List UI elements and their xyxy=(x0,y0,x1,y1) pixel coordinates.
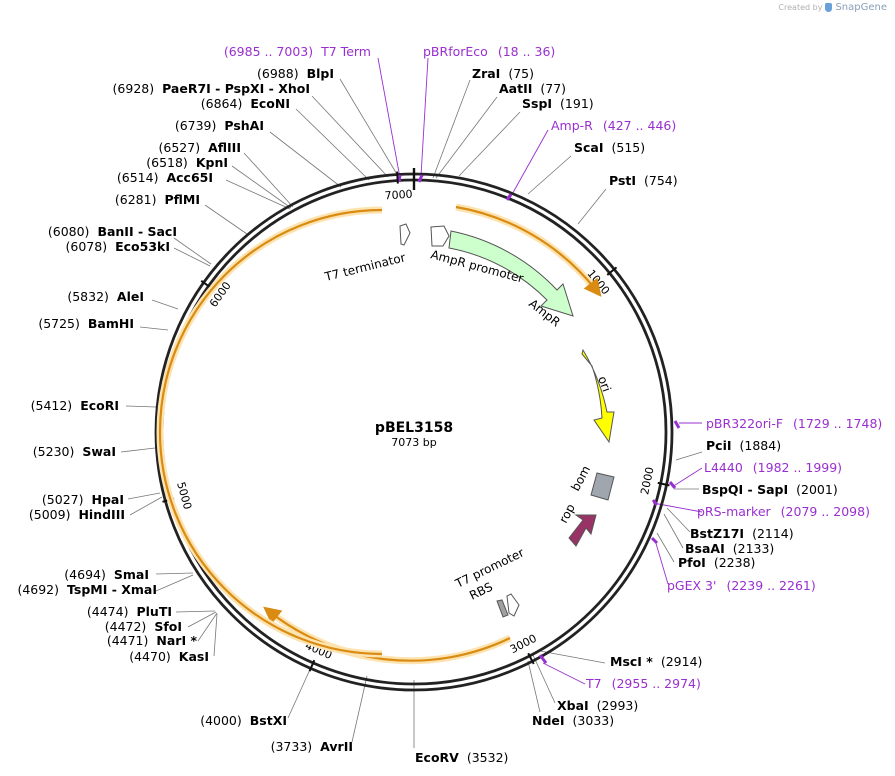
enzyme-label-kpni: (6518)KpnI xyxy=(146,155,228,170)
primer-label-l4440: L4440(1982 .. 1999) xyxy=(704,460,842,475)
tick-mark-3000 xyxy=(527,652,535,665)
enzyme-label-blpi: (6988)BlpI xyxy=(257,66,334,81)
primer-label-pbrforeco: pBRforEco(18 .. 36) xyxy=(423,44,555,59)
enzyme-label-hpai: (5027)HpaI xyxy=(42,492,124,507)
primer-ring-marks xyxy=(397,174,681,664)
enzyme-label-psti: PstI(754) xyxy=(609,173,678,188)
snapgene-watermark: Created by SnapGene xyxy=(778,2,887,13)
enzyme-label-pluti: (4474)PluTI xyxy=(87,604,172,619)
enzyme-label-banii-saci: (6080)BanII - SacI xyxy=(48,224,177,239)
enzyme-label-zrai: ZraI(75) xyxy=(472,66,534,81)
enzyme-label-bamhi: (5725)BamHI xyxy=(38,316,134,331)
enzyme-label-afliii: (6527)AflIII xyxy=(159,140,241,155)
enzyme-label-bstxi: (4000)BstXI xyxy=(200,713,287,728)
plasmid-name: pBEL3158 xyxy=(375,420,453,436)
ampr-promoter-arrow xyxy=(430,225,450,247)
created-by-text: Created by xyxy=(778,3,823,12)
enzyme-label-acc65i: (6514)Acc65I xyxy=(117,170,213,185)
enzyme-label-ecorv: EcoRV(3532) xyxy=(415,750,508,765)
enzyme-label-swai: (5230)SwaI xyxy=(33,444,116,459)
enzyme-label-alei: (5832)AleI xyxy=(67,289,144,304)
primer-label-pbr322ori-f: pBR322ori-F(1729 .. 1748) xyxy=(706,416,882,431)
enzyme-label-pshai: (6739)PshAI xyxy=(175,118,264,133)
tick-label-7000: 7000 xyxy=(384,188,413,203)
tick-mark-6000 xyxy=(200,280,212,289)
primer-label-pgex-3: pGEX 3'(2239 .. 2261) xyxy=(667,578,816,593)
snapgene-logo-icon xyxy=(825,3,833,12)
primer-label-prs-marker: pRS-marker(2079 .. 2098) xyxy=(697,504,870,519)
features xyxy=(399,223,615,618)
ampr-arrow xyxy=(448,230,574,317)
tick-mark-1000 xyxy=(606,266,618,276)
enzyme-label-pcii: PciI(1884) xyxy=(706,438,781,453)
enzyme-label-aatii: AatII(77) xyxy=(499,81,566,96)
enzyme-label-eco53ki: (6078)Eco53kI xyxy=(66,239,170,254)
tick-mark-2000 xyxy=(657,481,670,487)
orf-arcs xyxy=(156,203,602,665)
enzyme-label-ndei: NdeI(3033) xyxy=(532,713,614,728)
ori-arrow xyxy=(581,348,615,444)
enzyme-label-ecori: (5412)EcoRI xyxy=(31,398,119,413)
t7-terminator-label: T7 terminator xyxy=(322,250,407,284)
enzyme-label-paer7i-pspxi-xhoi: (6928)PaeR7I - PspXI - XhoI xyxy=(113,81,310,96)
enzyme-label-smai: (4694)SmaI xyxy=(64,567,149,582)
snapgene-text: SnapGene xyxy=(835,2,887,13)
enzyme-label-tspmi-xmai: (4692)TspMI - XmaI xyxy=(17,582,157,597)
enzyme-label-econi: (6864)EcoNI xyxy=(201,96,290,111)
ori-label: ori xyxy=(595,374,613,393)
enzyme-label-kasi: (4470)KasI xyxy=(129,649,209,664)
bom-box xyxy=(590,472,615,501)
left-enzyme-labels: (6988)BlpI (6928)PaeR7I - PspXI - XhoI (… xyxy=(17,66,353,754)
tick-label-5000: 5000 xyxy=(174,480,194,510)
primer-leader-lines xyxy=(377,57,703,685)
enzyme-leader-lines xyxy=(120,78,703,748)
rop-label: rop xyxy=(556,501,578,525)
enzyme-label-sfoi: (4472)SfoI xyxy=(105,619,182,634)
t7-promoter-arrow xyxy=(506,593,520,617)
plasmid-size: 7073 bp xyxy=(391,436,436,449)
enzyme-label-msci: MscI *(2914) xyxy=(610,654,702,669)
rbs-box xyxy=(496,599,509,618)
tick-mark-4000 xyxy=(308,659,316,672)
enzyme-label-scai: ScaI(515) xyxy=(574,140,645,155)
t7-terminator-arrow xyxy=(399,223,411,246)
enzyme-label-sspi: SspI(191) xyxy=(522,96,594,111)
enzyme-label-pflmi: (6281)PflMI xyxy=(115,192,200,207)
primer-labels: (6985 .. 7003)T7 Term pBRforEco(18 .. 36… xyxy=(224,44,882,691)
primer-label-t7: T7(2955 .. 2974) xyxy=(585,676,701,691)
enzyme-label-xbai: XbaI(2993) xyxy=(557,698,638,713)
bom-label: bom xyxy=(568,463,593,493)
right-enzyme-labels: ZraI(75) AatII(77) SspI(191) ScaI(515) P… xyxy=(415,66,838,765)
tick-mark-7000 xyxy=(396,171,399,184)
enzyme-label-hindiii: (5009)HindIII xyxy=(29,507,125,522)
enzyme-label-bsaai: BsaAI(2133) xyxy=(685,541,774,556)
rop-arrow xyxy=(568,514,597,547)
enzyme-label-avrii: (3733)AvrII xyxy=(271,739,353,754)
primer-label-t7-term: (6985 .. 7003)T7 Term xyxy=(224,44,371,59)
enzyme-label-bstz17i: BstZ17I(2114) xyxy=(690,526,794,541)
tick-label-2000: 2000 xyxy=(638,466,656,496)
enzyme-label-pfoi: PfoI(2238) xyxy=(678,555,755,570)
primer-label-amp-r: Amp-R(427 .. 446) xyxy=(551,118,676,133)
enzyme-label-nari: (4471)NarI * xyxy=(107,633,198,648)
enzyme-label-bspqi-sapi: BspQI - SapI(2001) xyxy=(702,482,838,497)
